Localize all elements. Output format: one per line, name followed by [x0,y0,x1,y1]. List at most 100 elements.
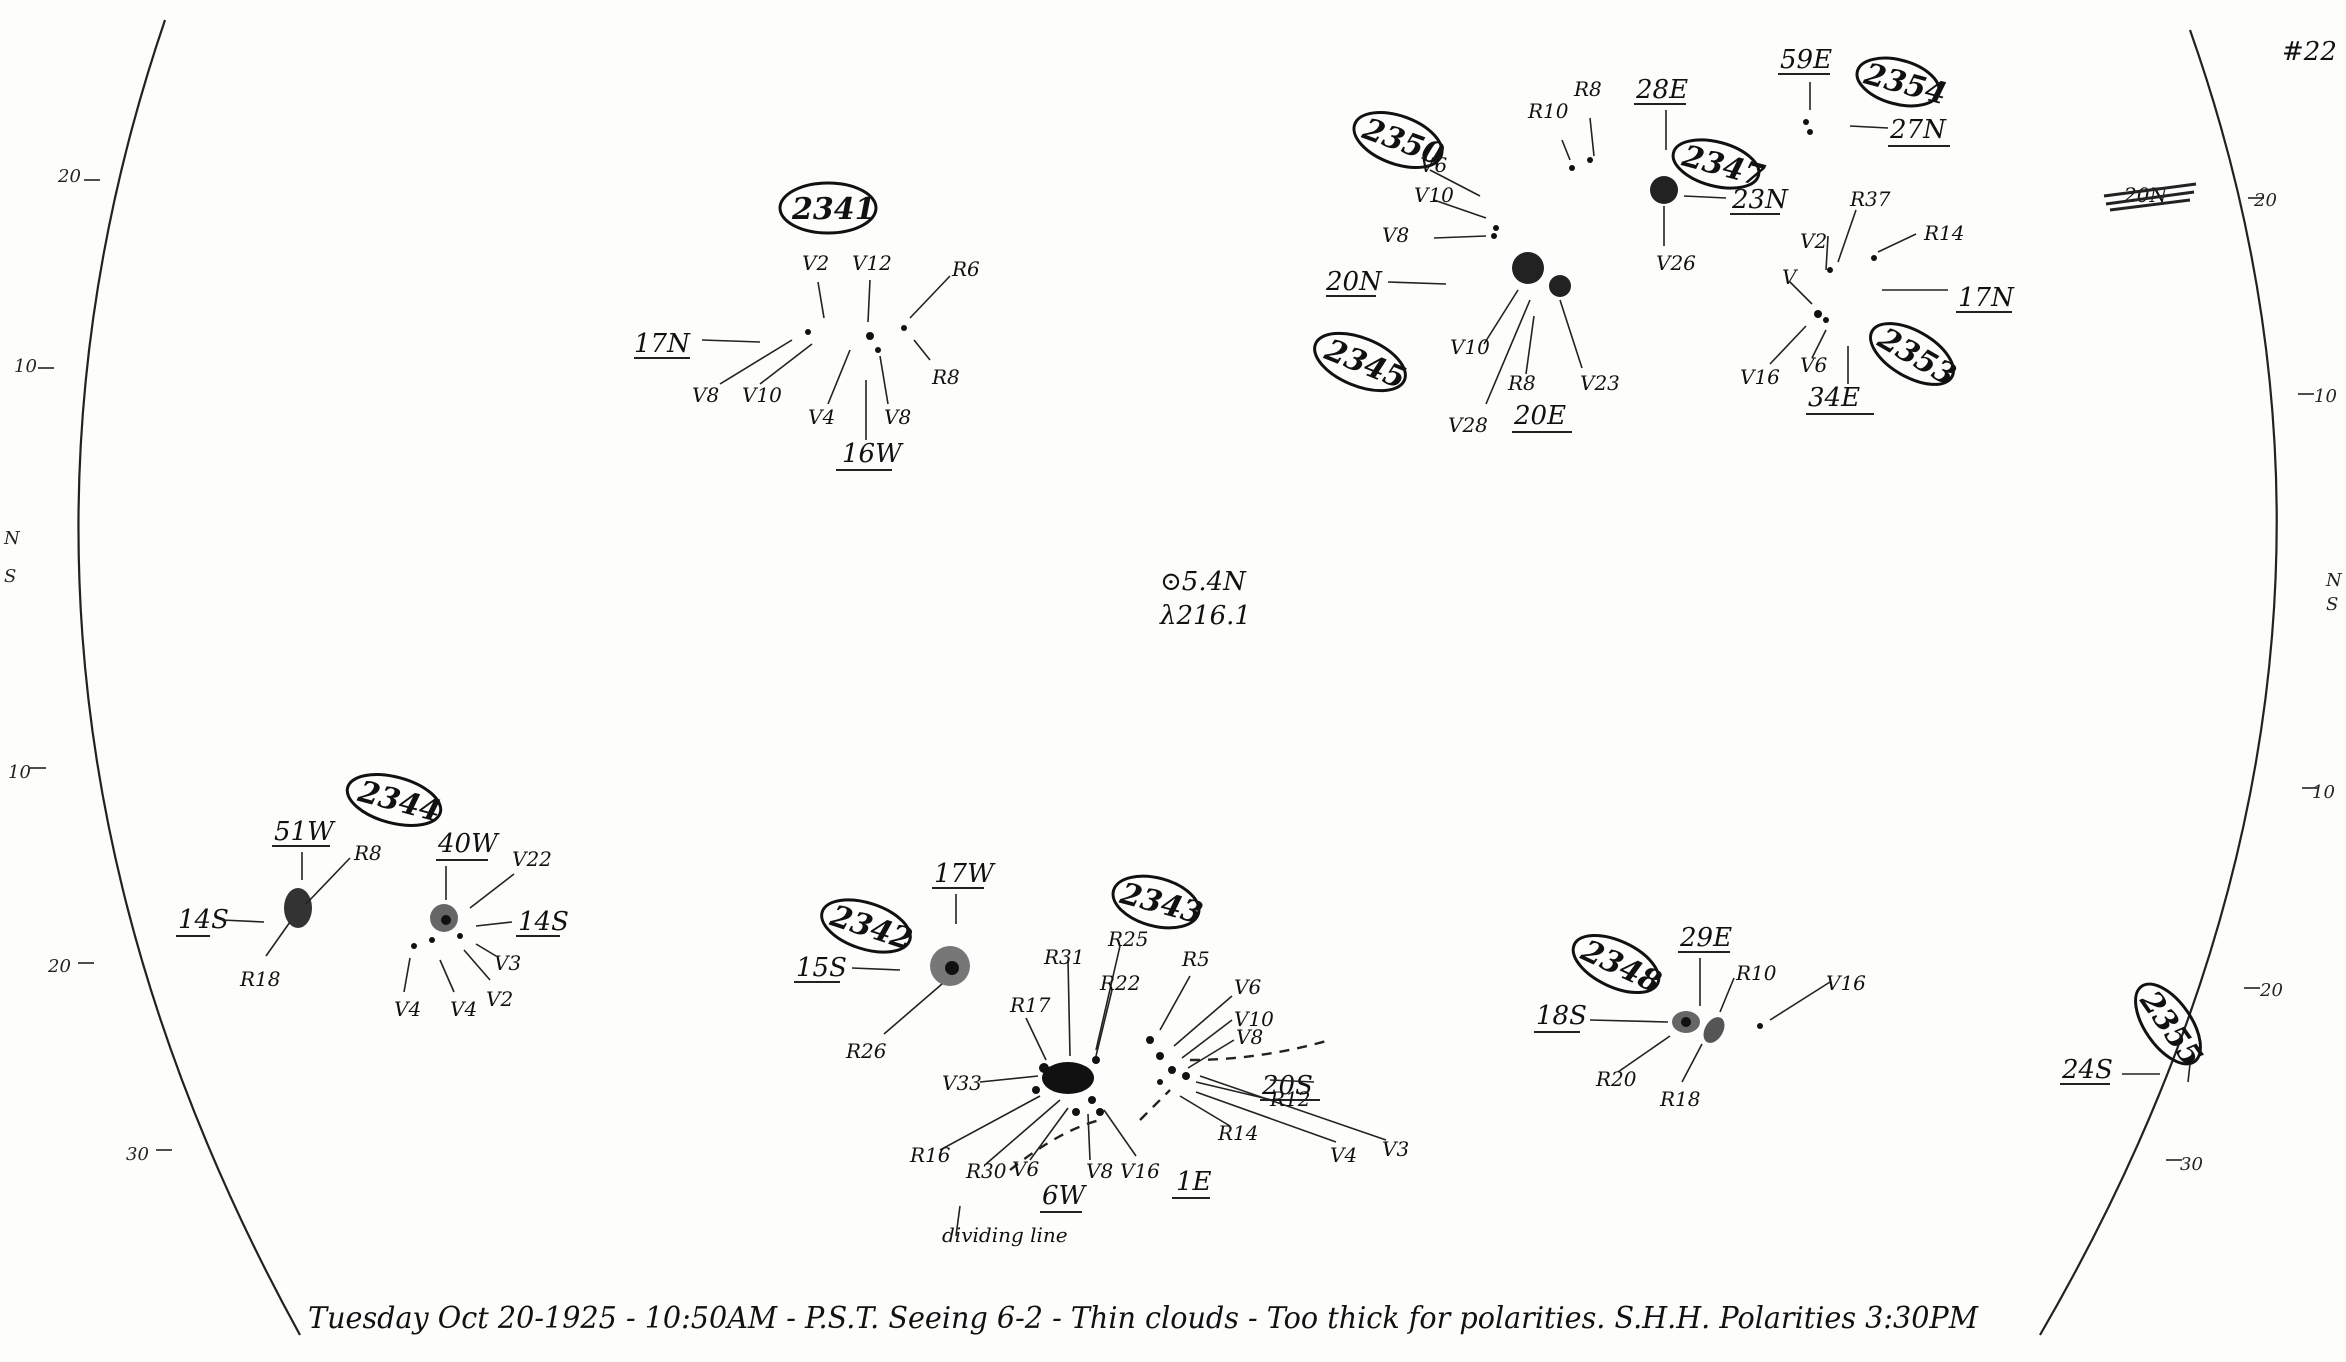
left-limb-arc [77,19,301,1336]
spot-label: R26 [845,1039,887,1063]
group-latitude: 27N [1889,115,1947,145]
observation-caption: Tuesday Oct 20-1925 - 10:50AM - P.S.T. S… [308,1301,1979,1336]
spot-label: V6 [1234,975,1261,999]
tick-label: 30 [2180,1154,2203,1175]
spot-label: R5 [1181,947,1210,971]
group-latitude: 24S [2061,1055,2113,1085]
left-limb-ticks: 20 10 N S 10 20 30 [3,166,172,1165]
spot-label: R8 [1507,371,1536,395]
strikeout-note: 20N [2103,182,2197,212]
group-number: 2342 [825,898,916,957]
spot-label: R10 [1735,961,1777,985]
spot-label: R16 [909,1143,951,1167]
tick-label: 10 [2314,386,2337,407]
tick-label: 10 [8,762,31,783]
spot-label: V6 [1012,1157,1039,1181]
spot-label: V8 [692,383,719,407]
group-longitude-second: 1E [1176,1167,1212,1197]
spot-label: V8 [1086,1159,1113,1183]
group-number-ring [820,898,912,954]
group-number-ring [1671,138,1761,190]
tick-label: 20 [47,956,71,977]
group-latitude: 17N [634,329,691,359]
spot-label: R17 [1009,993,1051,1017]
sheet-number: #22 [2282,37,2337,67]
right-limb-ticks: 20 10 N S 10 20 30 [2166,190,2343,1175]
group-number-ring [345,773,443,827]
group-2341: 2341 17N 16W V2 V12 R6 R8 V8 V10 V4 V8 [634,181,980,471]
spot-label: V10 [1234,1007,1274,1031]
group-2354: 2354 59E 27N [1778,45,1951,147]
spot-label: V2 [1800,229,1827,253]
group-longitude: 20E [1513,401,1566,431]
group-number: 2354 [1860,57,1951,113]
group-2344: 2344 51W 14S R8 R18 40W 14S V22 V3 V4 V4… [176,773,569,1021]
spot-label: V4 [808,405,835,429]
spot-label: V33 [942,1071,982,1095]
group-latitude: 23N [1731,185,1789,215]
tick-label: 20 [2259,980,2283,1001]
group-number-ring [1313,331,1407,393]
spot-label: V4 [450,997,477,1021]
group-latitude: 17N [1958,283,2015,313]
tick-label: S [2326,594,2338,615]
group-longitude: 34E [1808,383,1860,413]
group-latitude-second: 14S [518,907,569,937]
tick-label: 20 [57,166,81,187]
group-2343: 2343 20S 6W 1E R31 R25 R5 R17 [909,874,1409,1247]
spot-label: R18 [239,967,281,991]
spot-label: R12 [1269,1087,1311,1111]
spot-label: R22 [1099,971,1141,995]
spot-label: V3 [494,951,521,975]
spot-label: V4 [394,997,421,1021]
spot-label: V16 [1826,971,1866,995]
group-number-ring [1869,322,1955,386]
group-2347: 2347 23N 28E V26 [1634,75,1789,275]
group-number: 2341 [791,192,876,227]
spot-label: R25 [1107,927,1149,951]
spot-label: R10 [1527,99,1569,123]
spot-label: V8 [1382,223,1409,247]
group-number-ring [1111,874,1201,930]
group-longitude: 29E [1679,923,1732,953]
spot-label: V10 [1450,335,1490,359]
group-latitude: 20S [1261,1071,1313,1101]
group-2353: 2353 17N 34E R37 V2 R14 V V16 V6 [1740,187,2015,415]
center-note-longitude: λ216.1 [1159,601,1251,631]
group-longitude: 28E [1635,75,1688,105]
spot-label: V12 [852,251,892,275]
group-longitude: 59E [1780,45,1832,75]
group-2355: 2355 24S [2060,982,2209,1085]
tick-label: 10 [2312,782,2335,803]
spot-label: V28 [1448,413,1488,437]
spot-label: V16 [1740,365,1780,389]
group-2348: 2348 18S 29E R10 V16 R20 R18 [1534,923,1866,1111]
group-number: 2344 [354,774,445,830]
spot-label: V6 [1420,153,1447,177]
spot-label: R20 [1595,1067,1637,1091]
spot-label: V8 [1236,1025,1263,1049]
group-number-ring [1352,111,1444,169]
spot-label: V2 [486,987,513,1011]
tick-label: N [3,528,21,549]
spot-label: V6 [1800,353,1827,377]
tick-label: 30 [126,1144,149,1165]
group-longitude: 17W [934,859,996,889]
sunspot [1703,1017,1725,1043]
tick-label: 10 [14,356,37,377]
tick-label: N [2325,570,2343,591]
group-number-ring [1571,933,1661,995]
spot-label: R8 [353,841,382,865]
spot-label: V2 [802,251,829,275]
group-2345: 2345 [1313,331,1410,396]
tick-label: 20 [2253,190,2277,211]
spot-label: R30 [965,1159,1007,1183]
spot-label: R14 [1217,1121,1259,1145]
spot-label: R8 [1573,77,1602,101]
group-latitude: 20N [1325,267,1383,297]
spot-label: R8 [931,365,960,389]
sunspot [284,888,312,928]
group-latitude: 15S [796,953,847,983]
